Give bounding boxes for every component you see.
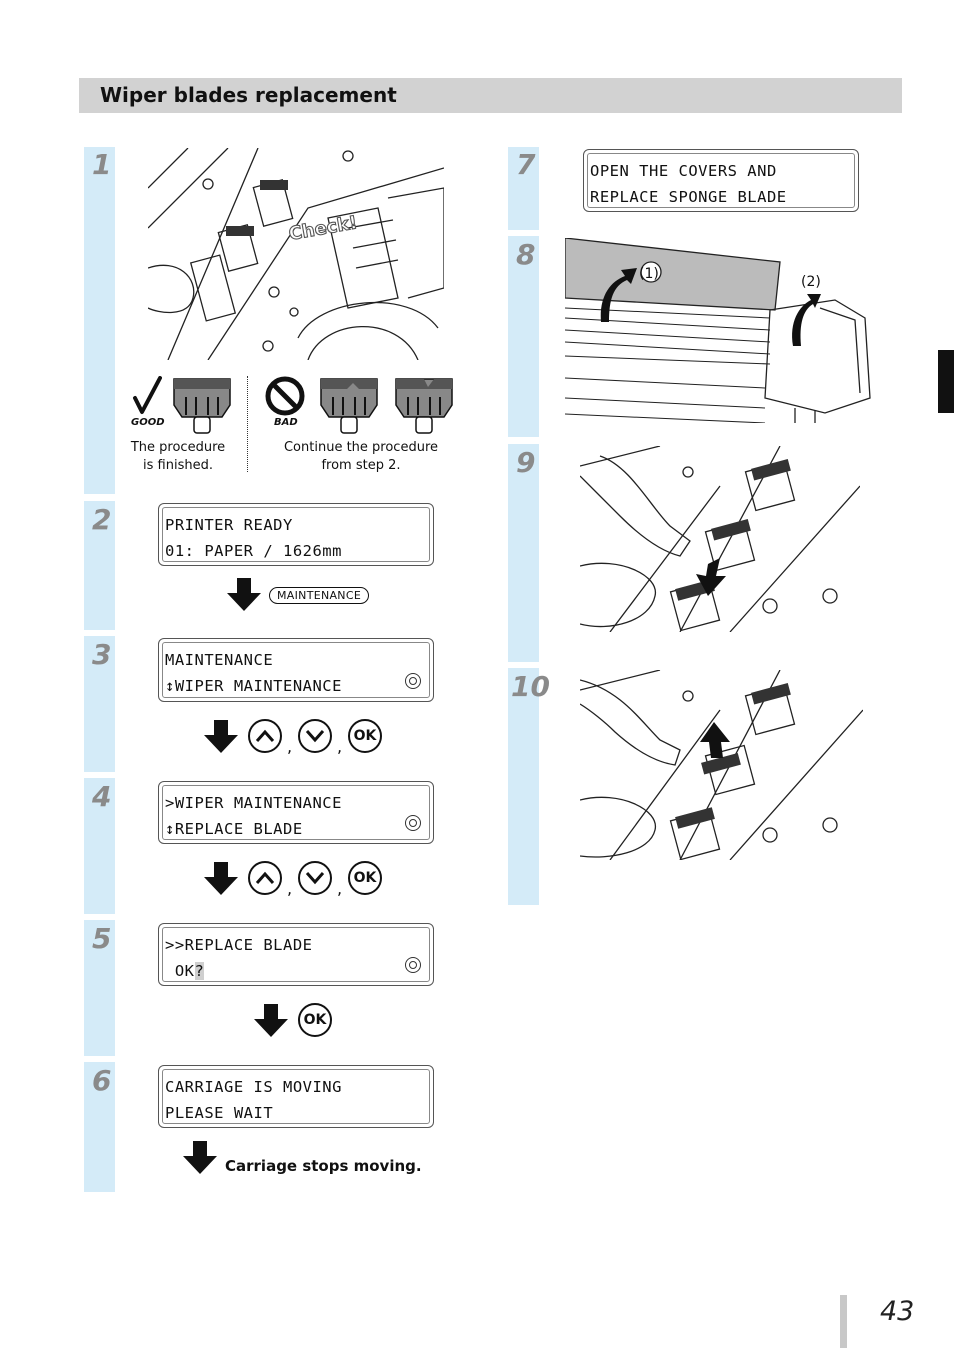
- lcd-line: PLEASE WAIT: [165, 1104, 274, 1122]
- good-check-icon: [133, 376, 162, 414]
- step-bar-2: [84, 501, 115, 630]
- lcd-line: OK?: [165, 962, 205, 980]
- blade-good-icon: [173, 378, 231, 434]
- step-bar-8: [508, 236, 539, 437]
- separator: ,: [287, 737, 293, 756]
- step-bar-4: [84, 778, 115, 914]
- step-number: 7: [516, 148, 536, 181]
- down-arrow-icon: [254, 1004, 288, 1037]
- bad-caption: Continue the procedure from step 2.: [268, 439, 454, 475]
- lcd-line: >>REPLACE BLADE: [165, 936, 313, 954]
- maintenance-button[interactable]: MAINTENANCE: [269, 587, 370, 604]
- lcd-display-replace-blade: >>REPLACE BLADE OK?: [158, 923, 434, 986]
- printer-cover-open-illustration: (1) (2): [565, 238, 871, 423]
- up-button[interactable]: [248, 861, 282, 895]
- lcd-line: ↕WIPER MAINTENANCE: [165, 677, 342, 695]
- lcd-display-wiper-maintenance: >WIPER MAINTENANCE ↕REPLACE BLADE: [158, 781, 434, 844]
- jog-dial-icon: [405, 815, 421, 831]
- insert-blade-illustration: [580, 670, 863, 860]
- down-arrow-icon: [204, 720, 238, 753]
- jog-dial-icon: [405, 673, 421, 689]
- step-number: 10: [511, 670, 550, 703]
- chapter-tab: [938, 350, 954, 413]
- step-number: 6: [92, 1064, 112, 1097]
- chevron-up-icon: [255, 729, 275, 742]
- lcd-line: MAINTENANCE: [165, 651, 274, 669]
- lcd-cursor: ?: [194, 962, 205, 980]
- down-arrow-icon: [227, 578, 261, 611]
- carriage-check-illustration: Check!: [148, 148, 444, 360]
- blade-bad-icon: [395, 378, 453, 434]
- separator: ,: [337, 737, 343, 756]
- callout-label-1: (1): [639, 266, 659, 282]
- blade-bad-icon: [320, 378, 378, 434]
- up-button[interactable]: [248, 719, 282, 753]
- step-number: 9: [516, 446, 536, 479]
- ok-button[interactable]: OK: [298, 1003, 332, 1037]
- step-bar-6: [84, 1062, 115, 1192]
- lcd-line: REPLACE SPONGE BLADE: [590, 188, 787, 206]
- callout-label-2: (2): [801, 274, 821, 290]
- ok-button[interactable]: OK: [348, 861, 382, 895]
- step-number: 1: [92, 148, 112, 181]
- chevron-down-icon: [305, 872, 325, 885]
- lcd-ok-text: OK: [165, 962, 195, 980]
- step6-caption: Carriage stops moving.: [225, 1157, 422, 1175]
- separator: ,: [287, 879, 293, 898]
- step-number: 8: [516, 238, 536, 271]
- step-bar-3: [84, 636, 115, 772]
- down-button[interactable]: [298, 719, 332, 753]
- step-bar-7: [508, 147, 539, 230]
- bad-label: BAD: [274, 417, 298, 428]
- lcd-display-maintenance: MAINTENANCE ↕WIPER MAINTENANCE: [158, 638, 434, 702]
- remove-blade-illustration: [580, 446, 860, 632]
- good-caption-line: The procedure: [130, 440, 226, 455]
- prohibited-icon: [265, 376, 305, 416]
- good-caption-line: is finished.: [143, 458, 213, 473]
- lcd-display-open-covers: OPEN THE COVERS AND REPLACE SPONGE BLADE: [583, 149, 859, 212]
- step-number: 3: [92, 638, 112, 671]
- step-bar-1: [84, 147, 115, 494]
- divider: [247, 376, 248, 472]
- page-number: 43: [880, 1296, 915, 1327]
- down-arrow-icon: [204, 862, 238, 895]
- good-caption: The procedure is finished.: [128, 439, 228, 475]
- step-bar-10: [508, 668, 539, 905]
- bad-caption-line: Continue the procedure: [283, 440, 438, 455]
- lcd-display-printer-ready: PRINTER READY 01: PAPER / 1626mm: [158, 503, 434, 566]
- lcd-line: 01: PAPER / 1626mm: [165, 542, 342, 560]
- chevron-down-icon: [305, 730, 325, 743]
- step-bar-9: [508, 444, 539, 662]
- jog-dial-icon: [405, 957, 421, 973]
- page-number-bar: [840, 1295, 847, 1348]
- lcd-line: >WIPER MAINTENANCE: [165, 794, 342, 812]
- bad-caption-line: from step 2.: [321, 458, 401, 473]
- separator: ,: [337, 879, 343, 898]
- step-number: 4: [92, 780, 112, 813]
- lcd-line: PRINTER READY: [165, 516, 293, 534]
- section-header: Wiper blades replacement: [79, 78, 902, 113]
- section-title: Wiper blades replacement: [100, 83, 397, 107]
- step-number: 2: [92, 503, 112, 536]
- step-bar-5: [84, 920, 115, 1056]
- lcd-line: CARRIAGE IS MOVING: [165, 1078, 342, 1096]
- lcd-line: ↕REPLACE BLADE: [165, 820, 303, 838]
- check-label: Check!: [287, 212, 359, 245]
- lcd-line: OPEN THE COVERS AND: [590, 162, 777, 180]
- lcd-display-carriage-moving: CARRIAGE IS MOVING PLEASE WAIT: [158, 1065, 434, 1128]
- step-number: 5: [92, 922, 112, 955]
- down-button[interactable]: [298, 861, 332, 895]
- chevron-up-icon: [255, 871, 275, 884]
- good-label: GOOD: [131, 417, 165, 428]
- ok-button[interactable]: OK: [348, 719, 382, 753]
- down-arrow-icon: [183, 1141, 217, 1174]
